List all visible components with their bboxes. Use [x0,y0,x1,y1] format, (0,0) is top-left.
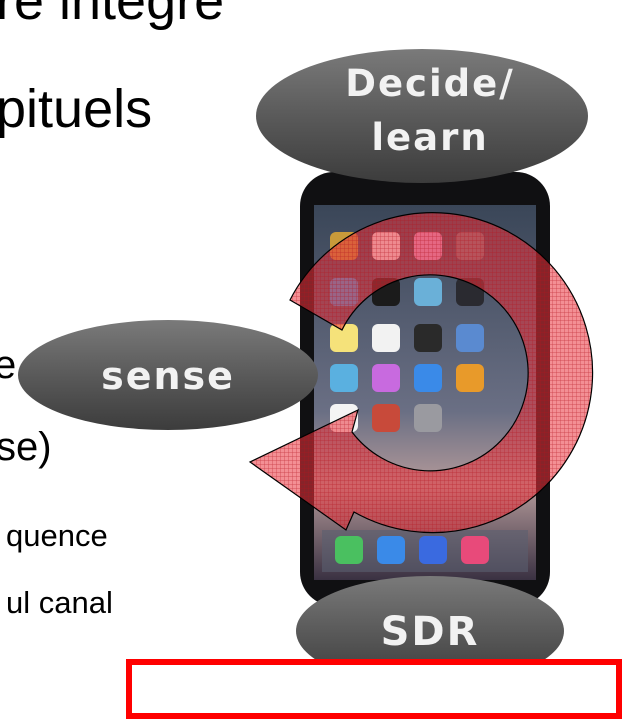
slide-text-line-6: ul canal [6,585,113,620]
cognitive-radio-diagram: Decide/ learn sense SDR [18,49,594,684]
learn-label: learn [371,116,488,159]
slide-text-line-5: quence [6,518,108,553]
slide-text-line-1: re intègre [0,0,225,31]
decide-learn-pill: Decide/ learn [256,49,588,183]
slide-text-line-2: pituels [0,79,153,139]
cycle-arrow [248,212,594,534]
sense-label: sense [101,354,235,398]
highlight-box-frame [126,659,622,719]
sense-pill: sense [18,320,318,430]
slide-text-line-3: e [0,343,17,387]
sdr-label: SDR [381,609,480,655]
decide-label: Decide/ [345,62,515,105]
slide-text-line-4: se) [0,425,52,469]
sdr-pill: SDR [296,576,564,684]
